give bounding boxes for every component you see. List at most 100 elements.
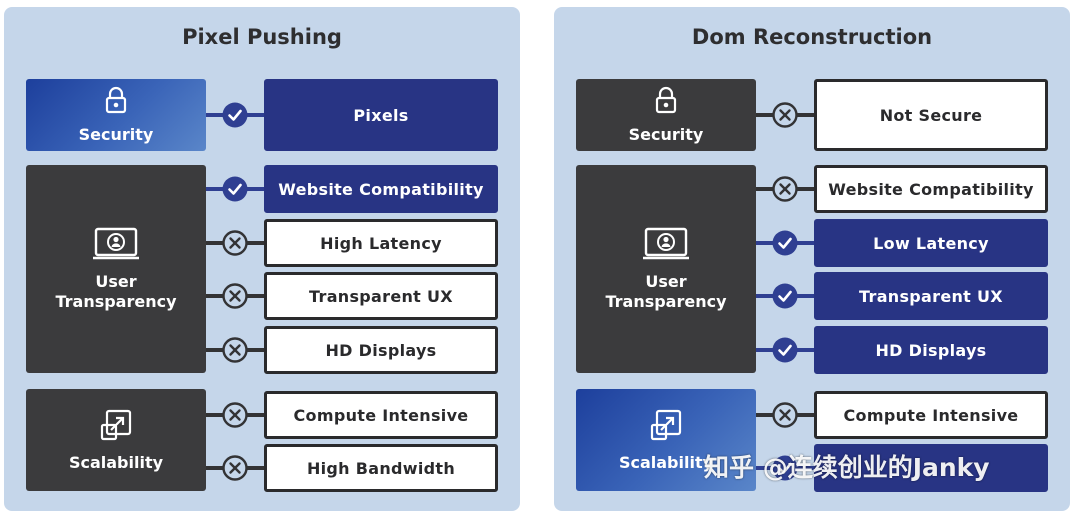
connector-line [244, 187, 264, 191]
connector-line [206, 294, 226, 298]
feature-label: Not Secure [879, 105, 983, 125]
connector-line [756, 241, 776, 245]
connector-line [206, 113, 226, 117]
cross-icon [772, 176, 798, 202]
connector [756, 228, 814, 258]
connector-line [206, 466, 226, 470]
connector-line [794, 348, 814, 352]
category-label: Security [78, 124, 154, 144]
panel-title: Pixel Pushing [182, 25, 342, 49]
connector [756, 174, 814, 204]
feature-label: Website Compatibility [278, 179, 484, 199]
connector [206, 453, 264, 483]
connector [206, 228, 264, 258]
feature-box: Transparent UX [264, 272, 498, 320]
feature-label: HD Displays [875, 340, 987, 360]
category-label: User Transparency [55, 271, 177, 311]
connector-line [244, 241, 264, 245]
panel-title: Dom Reconstruction [691, 25, 933, 49]
connector-line [794, 466, 814, 470]
cross-icon [222, 455, 248, 481]
category-label: Scalability [618, 452, 714, 472]
feature-box: Transparent UX [814, 272, 1048, 320]
user-screen-icon [642, 227, 690, 266]
category-block: User Transparency [576, 165, 756, 373]
connector [756, 281, 814, 311]
feature-label: Pixels [353, 105, 409, 125]
connector-line [756, 348, 776, 352]
connector-line [206, 187, 226, 191]
category-block: Scalability [26, 389, 206, 491]
category-label: Scalability [68, 452, 164, 472]
watermark: 知乎 @连续创业的Janky [704, 453, 990, 482]
category-block: User Transparency [26, 165, 206, 373]
connector-line [794, 294, 814, 298]
connector-line [756, 113, 776, 117]
connector-line [756, 294, 776, 298]
connector [756, 100, 814, 130]
feature-label: High Latency [320, 233, 442, 253]
connector-line [756, 466, 776, 470]
feature-box: Compute Intensive [814, 391, 1048, 439]
category-block: Security [26, 79, 206, 151]
feature-box: Pixels [264, 79, 498, 151]
feature-label: Compute Intensive [293, 405, 469, 425]
feature-box: HD Displays [814, 326, 1048, 374]
connector [756, 453, 814, 483]
feature-label: High Bandwidth [306, 458, 456, 478]
connector [206, 400, 264, 430]
feature-label: Low Latency [873, 233, 989, 253]
feature-label: HD Displays [325, 340, 437, 360]
cross-icon [772, 102, 798, 128]
connector-line [244, 466, 264, 470]
category-label: User Transparency [605, 271, 727, 311]
connector [206, 100, 264, 130]
cross-icon [222, 402, 248, 428]
connector [756, 400, 814, 430]
lock-icon [104, 86, 128, 119]
connector-line [206, 241, 226, 245]
connector [206, 174, 264, 204]
check-icon [772, 455, 798, 481]
category-label: Security [628, 124, 704, 144]
user-screen-icon [92, 227, 140, 266]
cross-icon [222, 230, 248, 256]
connector-line [206, 348, 226, 352]
connector-line [244, 413, 264, 417]
feature-box: HD Displays [264, 326, 498, 374]
feature-box: Website Compatibility [264, 165, 498, 213]
feature-box: Not Secure [814, 79, 1048, 151]
check-icon [772, 283, 798, 309]
cross-icon [222, 337, 248, 363]
connector [206, 281, 264, 311]
feature-box: High Bandwidth [264, 444, 498, 492]
feature-box: High Latency [264, 219, 498, 267]
cross-icon [772, 402, 798, 428]
category-block: Security [576, 79, 756, 151]
connector-line [244, 113, 264, 117]
connector-line [794, 413, 814, 417]
category-block: Scalability [576, 389, 756, 491]
resize-icon [99, 408, 133, 447]
cross-icon [222, 283, 248, 309]
resize-icon [649, 408, 683, 447]
feature-label: Website Compatibility [828, 179, 1034, 199]
connector-line [244, 348, 264, 352]
feature-box: Website Compatibility [814, 165, 1048, 213]
lock-icon [654, 86, 678, 119]
connector-line [244, 294, 264, 298]
connector-line [794, 187, 814, 191]
connector-line [206, 413, 226, 417]
feature-label: Transparent UX [309, 286, 453, 306]
check-icon [222, 176, 248, 202]
check-icon [222, 102, 248, 128]
feature-box [814, 444, 1048, 492]
feature-label: Compute Intensive [843, 405, 1019, 425]
feature-box: Low Latency [814, 219, 1048, 267]
feature-label: Transparent UX [859, 286, 1003, 306]
check-icon [772, 230, 798, 256]
connector-line [794, 241, 814, 245]
feature-box: Compute Intensive [264, 391, 498, 439]
connector [206, 335, 264, 365]
